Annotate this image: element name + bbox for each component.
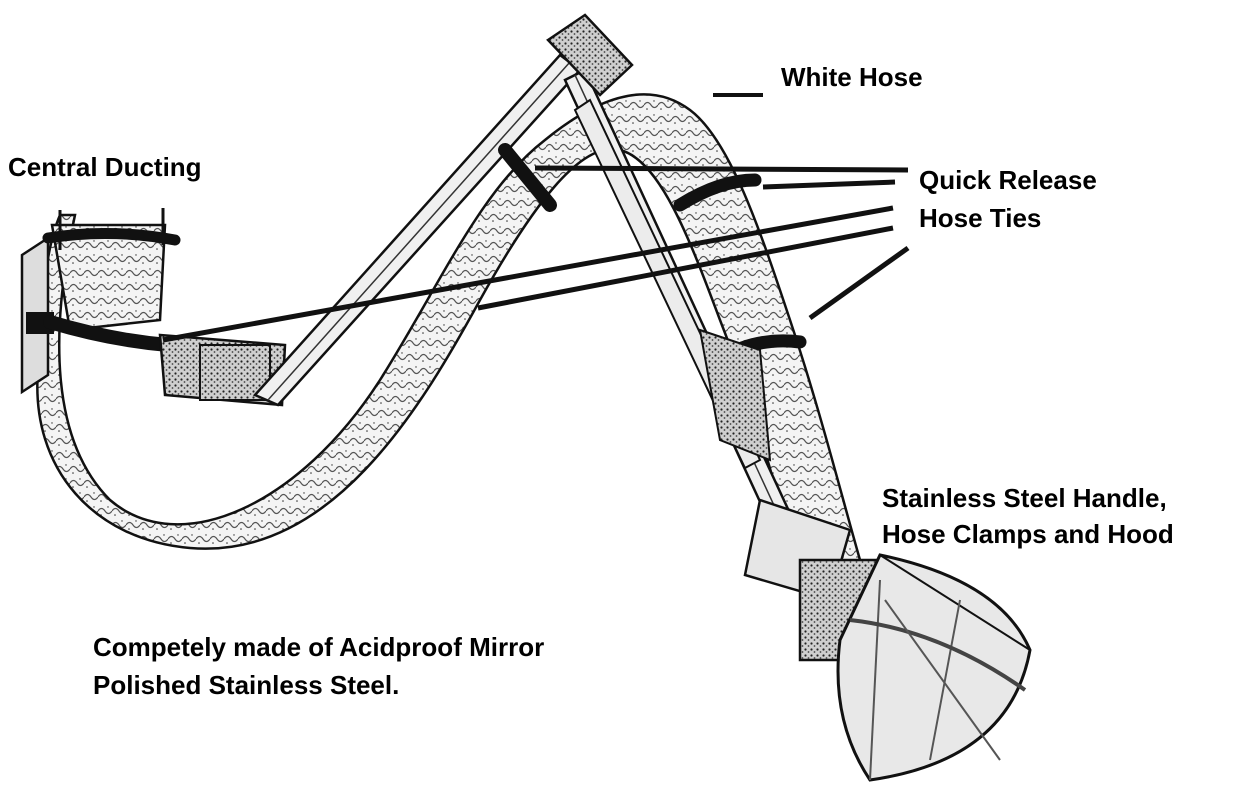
material-description-line1: Competely made of Acidproof Mirror	[93, 632, 544, 663]
leader-lines	[163, 95, 908, 340]
clamps-hood-label: Hose Clamps and Hood	[882, 519, 1174, 550]
quick-release-label: Quick Release	[919, 165, 1097, 196]
hose-ties-label: Hose Ties	[919, 203, 1041, 234]
central-ducting-label: Central Ducting	[8, 152, 202, 183]
white-hose-label: White Hose	[781, 62, 923, 93]
handle-label: Stainless Steel Handle,	[882, 483, 1167, 514]
hood	[800, 555, 1030, 780]
material-description-line2: Polished Stainless Steel.	[93, 670, 399, 701]
